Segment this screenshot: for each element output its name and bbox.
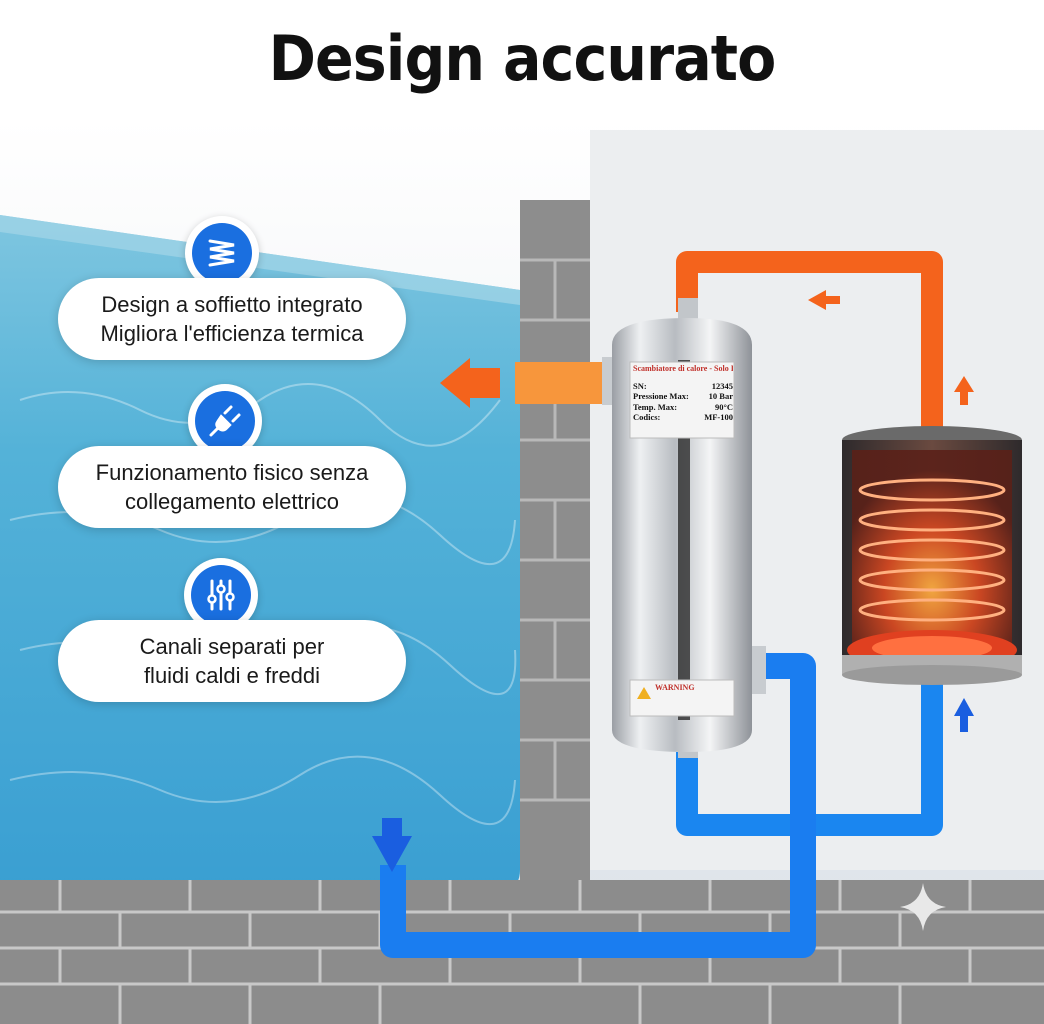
nameplate-header: Scambiatore di calore - Solo Ilir <box>633 364 733 373</box>
nameplate <box>629 361 735 439</box>
cold-water-pipe <box>372 653 974 958</box>
plate-key: SN: <box>633 380 647 391</box>
sliders-icon <box>207 579 235 611</box>
nameplate-text: Scambiatore di calore - Solo Ilir SN: 123… <box>633 364 733 423</box>
cold-flow-arrow-up-icon <box>954 698 974 732</box>
feature-card-bellows: Design a soffietto integrato Migliora l'… <box>58 278 406 360</box>
feature-line-2: fluidi caldi e freddi <box>143 663 321 688</box>
plate-key: Pressione Max: <box>633 391 689 401</box>
plate-key: Temp. Max: <box>633 401 678 412</box>
feature-line-1: Funzionamento fisico senza <box>95 460 369 485</box>
heat-exchanger <box>602 298 766 758</box>
feature-line-1: Design a soffietto integrato <box>101 292 363 317</box>
hot-water-pipe <box>440 251 974 440</box>
plate-value: 90°C <box>714 401 733 412</box>
hot-flow-arrow-left-icon <box>440 358 500 408</box>
warning-label: WARNING <box>655 683 695 692</box>
coil-icon <box>208 239 235 267</box>
plate-value: 10 Bar <box>708 391 733 401</box>
feature-icon-badge <box>185 216 259 290</box>
plug-icon <box>209 405 241 437</box>
hot-flow-arrow-up-icon <box>954 376 974 405</box>
feature-card-separate-channels: Canali separati per fluidi caldi e fredd… <box>58 620 406 702</box>
plate-key: Codics: <box>633 412 661 422</box>
heater-tank <box>842 426 1022 685</box>
plate-value: 12345 <box>711 380 733 391</box>
hot-flow-arrow-left-icon <box>808 290 840 310</box>
feature-icon-badge <box>188 384 262 458</box>
feature-card-no-electric: Funzionamento fisico senza collegamento … <box>58 446 406 528</box>
feature-icon-badge <box>184 558 258 632</box>
feature-line-1: Canali separati per <box>139 634 325 659</box>
cold-flow-arrow-down-icon <box>372 818 412 872</box>
sparkle-icon <box>900 883 946 931</box>
page-title: Design accurato <box>268 22 777 95</box>
feature-line-2: Migliora l'efficienza termica <box>100 321 364 346</box>
plate-value: MF-100 <box>704 412 733 422</box>
feature-line-2: collegamento elettrico <box>124 489 339 514</box>
